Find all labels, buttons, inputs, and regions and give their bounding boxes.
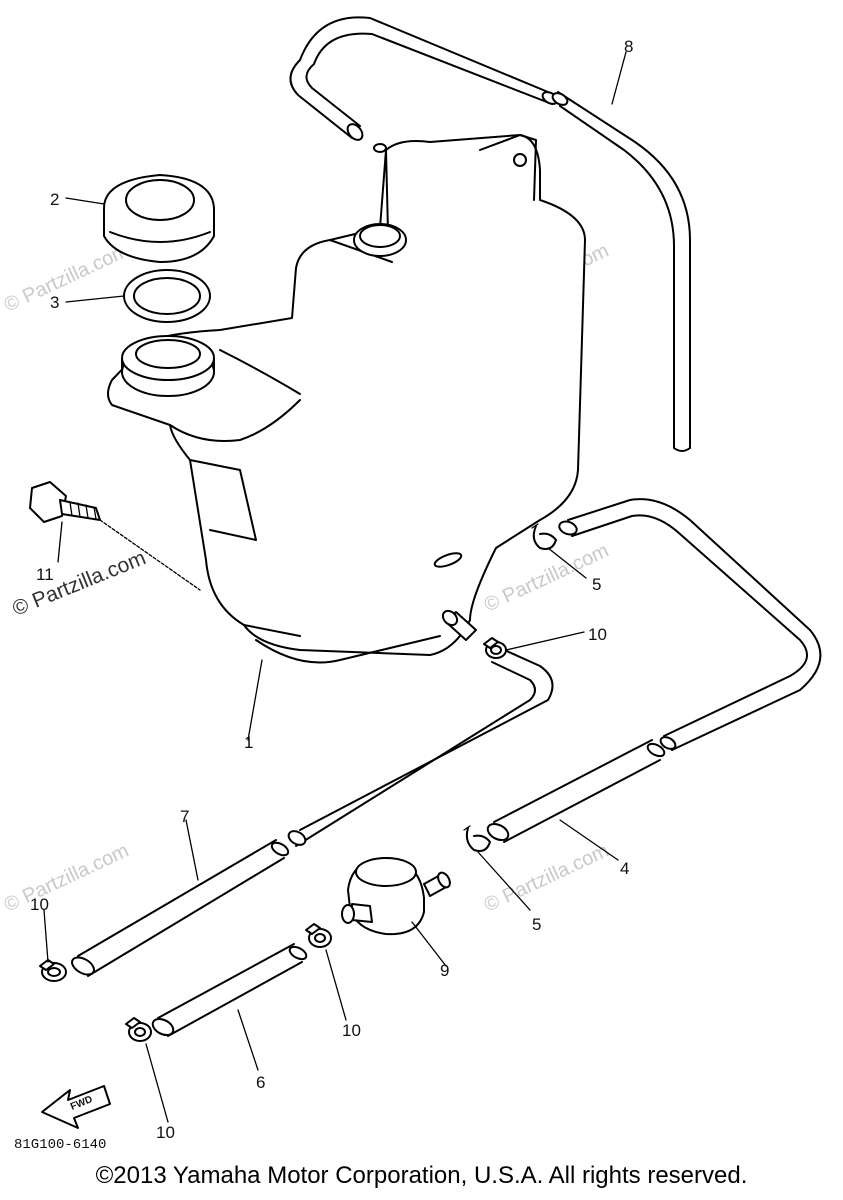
outlet-hose <box>287 647 554 847</box>
callout-10a: 10 <box>588 625 607 644</box>
mounting-bolt <box>29 481 201 591</box>
hose-4 <box>486 739 666 843</box>
watermark-text-dark: © Partzilla.com <box>9 546 149 620</box>
hose-6 <box>151 943 308 1037</box>
callout-11: 11 <box>36 565 54 584</box>
callout-6: 6 <box>256 1073 265 1092</box>
hose-8 <box>289 16 691 452</box>
copyright-notice: ©2013 Yamaha Motor Corporation, U.S.A. A… <box>95 1162 748 1189</box>
hose-clip <box>463 825 491 852</box>
hose-clip <box>531 523 557 550</box>
callout-2: 2 <box>50 190 59 209</box>
callout-8: 8 <box>624 37 633 56</box>
watermark-text: © Partzilla.com <box>1 840 132 917</box>
callout-4: 4 <box>620 859 629 878</box>
diagram-code: 81G100-6140 <box>14 1137 106 1153</box>
check-valve <box>341 857 451 936</box>
callout-10b: 10 <box>30 895 49 914</box>
watermark-text: © Partzilla.com <box>1 240 132 317</box>
hose-clamp <box>39 959 67 982</box>
hose-clamp <box>125 1017 152 1042</box>
fwd-arrow-icon: FWD <box>41 1085 111 1129</box>
callout-5a: 5 <box>592 575 601 594</box>
hose-clamp <box>483 637 507 659</box>
reservoir-cap <box>103 174 215 263</box>
hose-7 <box>71 839 290 977</box>
callout-5b: 5 <box>532 915 541 934</box>
callout-7: 7 <box>180 807 189 826</box>
hose-clamp <box>305 923 332 948</box>
return-hose <box>558 498 822 751</box>
callout-10d: 10 <box>156 1123 175 1142</box>
callout-9: 9 <box>440 961 449 980</box>
callout-10c: 10 <box>342 1021 361 1040</box>
leader-lines <box>43 51 627 1123</box>
callout-3: 3 <box>50 293 59 312</box>
callout-numbers: 1 2 3 4 5 5 6 7 8 9 10 10 10 10 11 <box>30 37 633 1142</box>
callout-1: 1 <box>244 733 253 752</box>
cap-gasket <box>123 269 211 323</box>
reservoir-tank <box>107 134 586 664</box>
